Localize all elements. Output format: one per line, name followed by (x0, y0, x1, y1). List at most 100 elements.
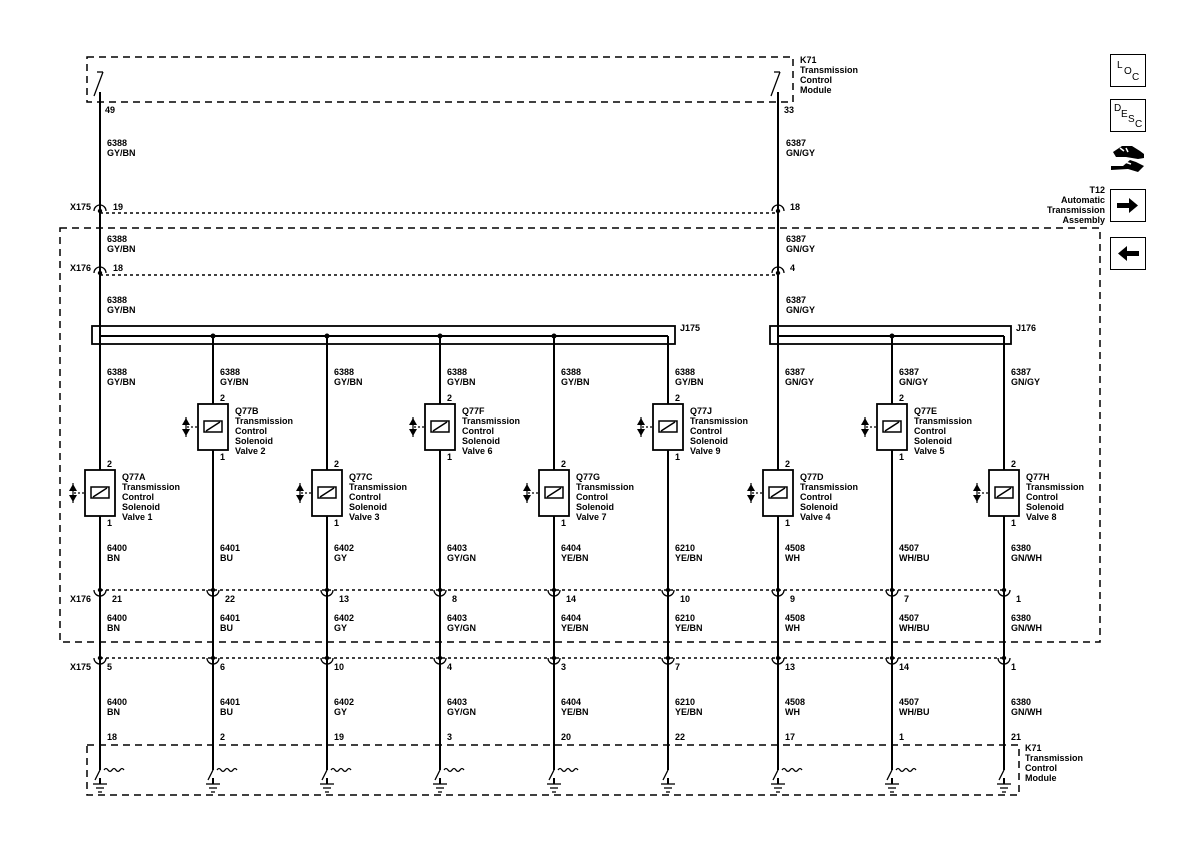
solenoid-coil-slash (770, 487, 786, 498)
module-bottom-outline (86, 744, 1020, 796)
solenoid-pin-top: 2 (220, 393, 225, 403)
branch-feed-circuit: 6388 (561, 367, 581, 377)
driver-sense (895, 767, 917, 773)
branch-feed-circuit: 6388 (334, 367, 354, 377)
control-color: WH/BU (899, 707, 930, 717)
driver-sense (781, 767, 803, 773)
control-circuit: 6401 (220, 697, 240, 707)
solenoid-pin-top: 2 (561, 459, 566, 469)
x175-pin: 4 (447, 662, 452, 672)
solenoid-pin-bottom: 1 (220, 452, 225, 462)
solenoid-body (988, 469, 1020, 517)
control-color: WH (785, 623, 800, 633)
svg-text:6388: 6388 (107, 295, 127, 305)
branch-feed-color: GY/BN (561, 377, 590, 387)
solenoid-name-line: Valve 6 (462, 446, 493, 456)
control-color: GY/GN (447, 553, 476, 563)
solenoid-pin-bottom: 1 (1011, 518, 1016, 528)
solenoid-pin-bottom: 1 (899, 452, 904, 462)
control-color: YE/BN (675, 623, 703, 633)
module-pin: 19 (334, 732, 344, 742)
feed-0-x175-terminal-pin (97, 208, 103, 214)
assembly-label-0: T12 (1089, 185, 1105, 195)
module-top-label-2: Control (800, 75, 832, 85)
next-page-button[interactable] (1110, 189, 1146, 222)
solenoid-coil-slash (432, 421, 448, 432)
feed-1-x176-terminal-pin (775, 270, 781, 276)
previous-page-button[interactable] (1110, 237, 1146, 270)
x176-terminal-pin (324, 587, 330, 593)
vehicle-service-button[interactable] (1108, 142, 1148, 176)
solenoid-coil (430, 420, 450, 433)
solenoid-name-line: Solenoid (349, 502, 387, 512)
x175-terminal-pin (551, 655, 557, 661)
x176-pin: 7 (904, 594, 909, 604)
feed-wire-6387: 33 6387 GN/GY 18 6387 GN/GY 4 6387 GN/GY (777, 102, 815, 336)
x175-terminal-pin (97, 655, 103, 661)
svg-text:4: 4 (790, 263, 795, 273)
nav-panel: L O C D E S C (1108, 52, 1148, 282)
control-color: BU (220, 623, 233, 633)
solenoid-pin-bottom: 1 (675, 452, 680, 462)
control-circuit: 6380 (1011, 697, 1031, 707)
svg-text:6388: 6388 (107, 138, 127, 148)
module-top-label-1: Transmission (800, 65, 858, 75)
branch-feed-color: GY/BN (334, 377, 363, 387)
control-color: BU (220, 553, 233, 563)
x176-terminal-pin (775, 587, 781, 593)
driver-sense (443, 767, 465, 773)
control-circuit: 6401 (220, 613, 240, 623)
solenoid-ref: Q77J (690, 406, 712, 416)
solenoid-coil (994, 486, 1014, 499)
x176-terminal (997, 589, 1011, 597)
solenoid-coil (882, 420, 902, 433)
x176-pin: 1 (1016, 594, 1021, 604)
solenoid-coil (658, 420, 678, 433)
solenoid-name-line: Valve 4 (800, 512, 831, 522)
feed-1-x176-terminal (771, 266, 785, 274)
solenoid-name-line: Control (235, 426, 267, 436)
solenoid-pin-top: 2 (785, 459, 790, 469)
x175-terminal-pin (324, 655, 330, 661)
control-color: BN (107, 553, 120, 563)
svg-text:18: 18 (113, 263, 123, 273)
splice-bar-j175 (91, 325, 676, 345)
module-pin: 18 (107, 732, 117, 742)
assembly-label-3: Assembly (1062, 215, 1105, 225)
svg-text:GN/GY: GN/GY (786, 148, 815, 158)
solenoid-pin-bottom: 1 (107, 518, 112, 528)
x175-pin: 13 (785, 662, 795, 672)
x176-terminal-pin (551, 587, 557, 593)
location-button[interactable]: L O C (1110, 54, 1146, 87)
x176-pin: 22 (225, 594, 235, 604)
solenoid-coil-slash (996, 487, 1012, 498)
branch-feed-color: GY/BN (675, 377, 704, 387)
x175-terminal-pin (437, 655, 443, 661)
description-button[interactable]: D E S C (1110, 99, 1146, 132)
x176-terminal (547, 589, 561, 597)
control-circuit: 6403 (447, 697, 467, 707)
x175-terminal (885, 657, 899, 665)
module-pin: 20 (561, 732, 571, 742)
x176-terminal (885, 589, 899, 597)
x175-pin: 6 (220, 662, 225, 672)
feed-1-x175-terminal (771, 204, 785, 212)
solenoid-name-line: Transmission (122, 482, 180, 492)
control-color: WH/BU (899, 553, 930, 563)
location-letter-c: C (1132, 72, 1140, 83)
solenoid-name-line: Transmission (914, 416, 972, 426)
control-color: GY/GN (447, 707, 476, 717)
solenoid-name-line: Solenoid (1026, 502, 1064, 512)
branch-feed-circuit: 6388 (447, 367, 467, 377)
control-circuit: 6403 (447, 543, 467, 553)
solenoid-name-line: Solenoid (122, 502, 160, 512)
branch-feed-color: GY/BN (107, 377, 136, 387)
branch-feed-circuit: 6387 (1011, 367, 1031, 377)
control-circuit: 6401 (220, 543, 240, 553)
x176-pin: 13 (339, 594, 349, 604)
driver-sense (330, 767, 352, 773)
svg-text:6388: 6388 (107, 234, 127, 244)
module-top-label-3: Module (800, 85, 832, 95)
driver-sense (103, 767, 125, 773)
solenoid-name-line: Solenoid (690, 436, 728, 446)
